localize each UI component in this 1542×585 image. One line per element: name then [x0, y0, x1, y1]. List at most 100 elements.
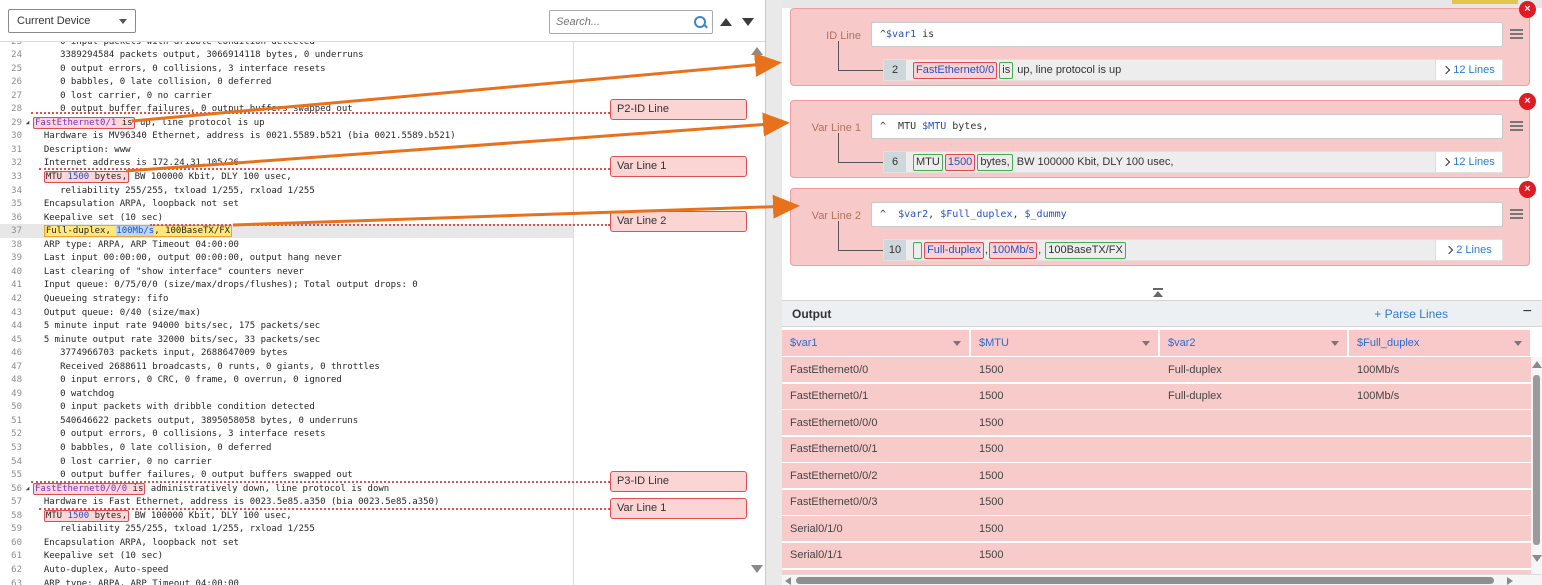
code-token: , — [1012, 209, 1024, 220]
table-cell — [1349, 490, 1530, 515]
scroll-right-icon[interactable] — [1507, 577, 1513, 585]
code-text: Internet address is 172.24.31.105/26 — [33, 158, 239, 168]
code-line: 26 0 babbles, 0 late collision, 0 deferr… — [0, 75, 573, 89]
code-token: $var1 — [886, 29, 916, 40]
table-cell: Full-duplex — [1160, 384, 1347, 409]
output-horizontal-scrollbar[interactable] — [782, 574, 1542, 585]
output-vertical-scrollbar[interactable] — [1531, 357, 1542, 574]
line-number: 39 — [0, 253, 22, 263]
code-text: 5 minute input rate 94000 bits/sec, 175 … — [33, 321, 320, 331]
code-text: 0 lost carrier, 0 no carrier — [33, 91, 212, 101]
horizontal-scrollbar-thumb[interactable] — [796, 577, 1494, 584]
table-cell — [1160, 410, 1347, 435]
parse-lines-link[interactable]: + Parse Lines — [1374, 307, 1448, 321]
table-cell — [1160, 490, 1347, 515]
table-cell: 1500 — [971, 437, 1158, 462]
match-token: Full-duplex — [927, 244, 981, 256]
line-number: 25 — [0, 64, 22, 74]
code-text: ARP type: ARPA, ARP Timeout 04:00:00 — [33, 240, 239, 250]
match-token: 100BaseTX/FX — [1048, 244, 1123, 256]
scroll-down-icon[interactable] — [1532, 555, 1542, 562]
code-text: Received 2688611 broadcasts, 0 runts, 0 … — [33, 362, 380, 372]
code-text: Input queue: 0/75/0/0 (size/max/drops/fl… — [33, 280, 418, 290]
code-token: is — [116, 118, 132, 128]
table-row: FastEthernet0/0/11500 — [782, 437, 1531, 462]
expand-lines-link[interactable]: 2 Lines — [1435, 240, 1502, 260]
match-box: 100Mb/s — [989, 242, 1037, 259]
table-cell: FastEthernet0/1 — [782, 384, 969, 409]
scroll-up-icon[interactable] — [751, 47, 763, 55]
pattern-input[interactable]: ^ $var2, $Full_duplex, $_dummy — [871, 202, 1503, 227]
table-cell: Serial0/1/0 — [782, 516, 969, 541]
output-title: Output — [792, 307, 831, 321]
chevron-down-icon[interactable] — [953, 341, 961, 346]
match-token — [916, 244, 919, 256]
column-header-label: $var2 — [1168, 337, 1196, 349]
code-token: BW 100000 Kbit, DLY 100 usec, — [129, 172, 292, 182]
expand-lines-link[interactable]: 12 Lines — [1435, 60, 1502, 80]
device-selector-dropdown[interactable]: Current Device — [8, 9, 136, 33]
code-line: 58 MTU 1500 bytes, BW 100000 Kbit, DLY 1… — [0, 509, 573, 523]
pattern-input[interactable]: ^ MTU $MTU bytes, — [871, 114, 1503, 139]
left-toolbar: Current Device — [0, 0, 765, 42]
menu-icon[interactable] — [1510, 29, 1523, 41]
code-line: 36 Keepalive set (10 sec) — [0, 211, 573, 225]
close-icon[interactable]: × — [1519, 181, 1536, 198]
code-line: 56◢FastEthernet0/0/0 is administratively… — [0, 482, 573, 496]
line-number: 61 — [0, 551, 22, 561]
code-text: 0 lost carrier, 0 no carrier — [33, 457, 212, 467]
code-token: $Full_duplex — [940, 209, 1012, 220]
fold-marker-icon[interactable]: ◢ — [22, 116, 33, 130]
code-line: 50 0 input packets with dribble conditio… — [0, 400, 573, 414]
vertical-scrollbar-thumb[interactable] — [1533, 375, 1540, 545]
match-box: bytes, — [977, 154, 1012, 171]
table-cell: FastEthernet0/0/1 — [782, 437, 969, 462]
scroll-up-icon[interactable] — [1532, 361, 1542, 368]
code-text: ARP type: ARPA, ARP Timeout 04:00:00 — [33, 579, 239, 585]
column-header-label: $MTU — [979, 337, 1009, 349]
scroll-down-icon[interactable] — [751, 565, 763, 573]
search-prev-button[interactable] — [718, 14, 734, 30]
search-next-button[interactable] — [740, 14, 756, 30]
search-input[interactable] — [550, 16, 693, 28]
close-icon[interactable]: × — [1519, 1, 1536, 18]
match-token: , — [1038, 244, 1044, 256]
code-token — [33, 511, 44, 521]
sample-line: 2FastEthernet0/0is up, line protocol is … — [883, 59, 1503, 81]
menu-icon[interactable] — [1510, 209, 1523, 221]
fold-marker-icon[interactable]: ◢ — [22, 482, 33, 496]
collapse-output-button[interactable]: − — [1523, 303, 1532, 321]
line-number: 44 — [0, 321, 22, 331]
line-number: 46 — [0, 348, 22, 358]
dotted-connector — [39, 508, 610, 510]
code-text: FastEthernet0/1 is up, line protocol is … — [33, 118, 265, 128]
line-number: 27 — [0, 91, 22, 101]
match-box: Full-duplex — [924, 242, 984, 259]
code-line: 34 reliability 255/255, txload 1/255, rx… — [0, 184, 573, 198]
collapse-output-handle[interactable] — [1152, 288, 1164, 297]
scroll-left-icon[interactable] — [785, 577, 791, 585]
match-token: MTU — [916, 156, 940, 168]
chevron-down-icon[interactable] — [1514, 341, 1522, 346]
line-number: 57 — [0, 497, 22, 507]
expand-lines-link[interactable]: 12 Lines — [1435, 152, 1502, 172]
code-line: 39 Last input 00:00:00, output 00:00:00,… — [0, 251, 573, 265]
sample-line-number: 10 — [884, 240, 906, 260]
code-text: Full-duplex, 100Mb/s, 100BaseTX/FX — [33, 226, 232, 236]
table-cell: Serial0/1/1 — [782, 543, 969, 568]
chevron-down-icon[interactable] — [1142, 341, 1150, 346]
menu-icon[interactable] — [1510, 121, 1523, 133]
chevron-down-icon[interactable] — [1331, 341, 1339, 346]
table-cell: 1500 — [971, 357, 1158, 382]
code-token: ^ MTU — [880, 121, 922, 132]
parse-rule-card: ×Var Line 2^ $var2, $Full_duplex, $_dumm… — [790, 188, 1530, 266]
search-icon[interactable] — [693, 15, 707, 29]
output-header: Output + Parse Lines − — [782, 300, 1542, 327]
pattern-input[interactable]: ^$var1 is — [871, 22, 1503, 47]
sample-line-number: 2 — [884, 60, 906, 80]
match-token: up, line protocol is up — [1014, 64, 1121, 76]
close-icon[interactable]: × — [1519, 93, 1536, 110]
line-number: 52 — [0, 429, 22, 439]
match-box: MTU — [913, 154, 943, 171]
table-cell — [1349, 437, 1530, 462]
